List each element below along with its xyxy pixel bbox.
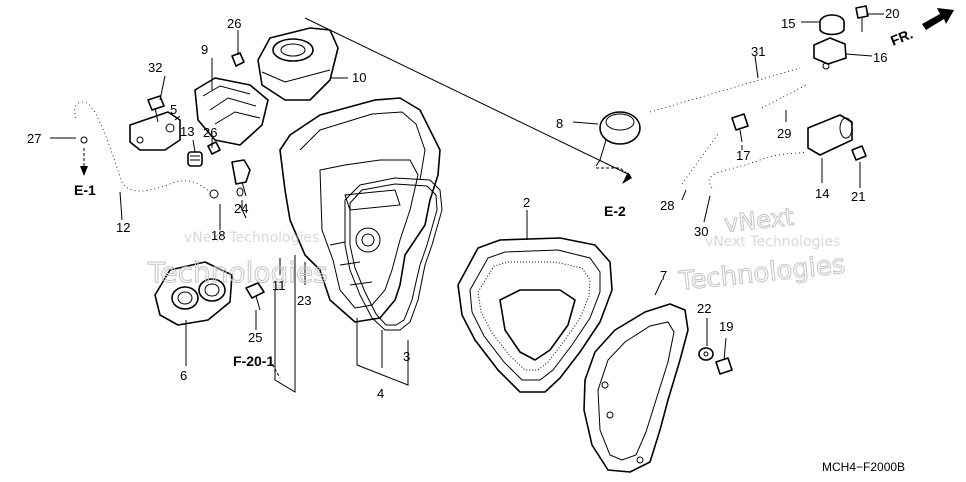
part-label: 20 (885, 6, 899, 21)
intake-joint (154, 261, 233, 326)
part-label: 4 (377, 386, 384, 401)
vacuum-hoses (646, 64, 811, 191)
part-labels: 2 3 4 5 6 7 8 9 10 11 12 13 14 15 16 17 … (27, 6, 899, 401)
flange-bolt (245, 282, 265, 311)
part-label: 29 (777, 126, 791, 141)
part-label: 10 (352, 70, 366, 85)
part-label: 11 (272, 278, 286, 293)
reed-valve-assembly (194, 77, 269, 146)
cover-bolt (715, 357, 733, 375)
air-cleaner-top-cover (257, 27, 339, 101)
part-label: 3 (403, 349, 410, 364)
part-label: 22 (697, 301, 711, 316)
part-label: 26 (203, 125, 217, 140)
screw (855, 5, 869, 32)
watermark-text: vNext Technologies (184, 230, 319, 246)
part-label: 27 (27, 131, 41, 146)
part-label: 7 (660, 268, 667, 283)
front-direction-label: FR. (888, 25, 915, 48)
watermark-text: Technologies (147, 256, 328, 289)
part-label: 23 (297, 293, 311, 308)
section-ref-e2: E-2 (604, 203, 626, 219)
part-label: 16 (873, 50, 887, 65)
bracket (129, 111, 181, 151)
air-cleaner-cover (583, 303, 689, 473)
part-label: 32 (148, 60, 162, 75)
air-cleaner-housing (279, 97, 441, 323)
front-direction-arrow (922, 8, 954, 30)
part-label: 9 (201, 42, 208, 57)
three-way-joint (813, 37, 847, 70)
part-label: 15 (781, 16, 795, 31)
diagram-code: MCH4−F2000B (822, 460, 905, 474)
filter-clip (851, 145, 867, 161)
part-label: 17 (736, 148, 750, 163)
part-label: 12 (116, 220, 130, 235)
part-label: 28 (660, 198, 674, 213)
section-reference-labels: E-1 E-2 F-20-1 (74, 182, 626, 369)
part-label: 30 (694, 224, 708, 239)
small-fittings (187, 52, 251, 199)
watermark-text: vNext Technologies (705, 234, 840, 250)
part-label: 14 (815, 186, 829, 201)
watermark-text: vNext (723, 203, 796, 238)
part-label: 2 (523, 195, 530, 210)
air-control-valve (595, 111, 641, 167)
fuel-filter (807, 114, 853, 156)
part-label: 8 (556, 116, 563, 131)
watermark-text: Technologies (677, 250, 847, 297)
air-filter-element (457, 237, 613, 393)
part-label: 18 (211, 228, 225, 243)
section-ref-e1: E-1 (74, 182, 96, 198)
part-label: 21 (851, 189, 865, 204)
part-label: 25 (248, 330, 262, 345)
part-label: 19 (719, 319, 733, 334)
part-label: 6 (180, 368, 187, 383)
hose-joint (731, 113, 749, 143)
part-label: 26 (227, 16, 241, 31)
breather-tube (71, 98, 214, 196)
part-label: 24 (234, 201, 248, 216)
washer (698, 347, 714, 361)
part-label: 5 (170, 102, 177, 117)
cap (819, 14, 845, 36)
leader-lines (50, 13, 884, 393)
part-label: 31 (751, 44, 765, 59)
part-label: 13 (180, 124, 194, 139)
gasket (344, 177, 443, 331)
section-arrows (80, 148, 632, 379)
section-ref-f20-1: F-20-1 (233, 353, 274, 369)
